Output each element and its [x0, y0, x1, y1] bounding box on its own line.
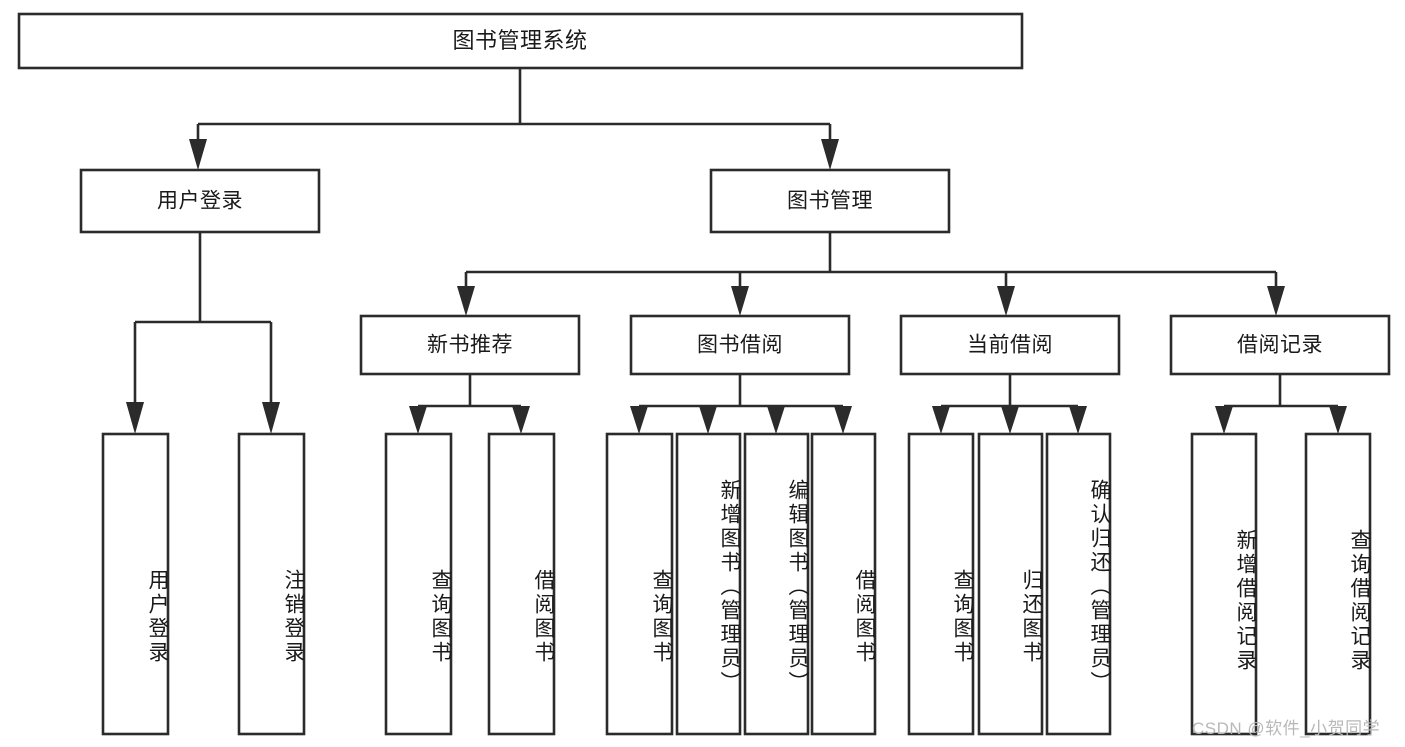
- node-leaf-confirm-return-box[interactable]: [1045, 432, 1112, 736]
- arrow-to-borrow-record: [1267, 286, 1285, 316]
- node-book-manage-label: 图书管理: [787, 190, 873, 213]
- arrow-book-borrow-leaf-4: [834, 406, 852, 434]
- node-leaf-query-book-1-box[interactable]: [384, 432, 453, 736]
- arrow-borrow-record-leaf-2: [1329, 406, 1347, 434]
- node-book-manage-box[interactable]: [709, 168, 951, 234]
- node-leaf-edit-book-box[interactable]: [743, 432, 810, 736]
- csdn-watermark: CSDN @软件_小贺同学: [1192, 719, 1381, 738]
- arrow-root-to-book-manage: [821, 139, 839, 170]
- arrow-borrow-record-leaf-1: [1215, 406, 1233, 434]
- arrow-new-book-leaf-1: [409, 406, 427, 434]
- node-leaf-add-book-box[interactable]: [675, 432, 742, 736]
- node-layer: 图书管理系统 用户登录 图书管理 新书推荐 图书借阅 当前借阅 借阅记录: [17, 12, 1391, 736]
- arrow-book-borrow-leaf-3: [767, 406, 785, 434]
- arrow-book-borrow-leaf-1: [630, 406, 648, 434]
- node-current-borrow-box[interactable]: [899, 314, 1121, 376]
- arrow-book-borrow-leaf-2: [699, 406, 717, 434]
- node-book-borrow-label: 图书借阅: [697, 334, 783, 357]
- node-book-borrow-box[interactable]: [629, 314, 851, 376]
- node-new-book-recommend-label: 新书推荐: [427, 334, 513, 357]
- node-leaf-add-record-box[interactable]: [1190, 432, 1258, 736]
- arrow-to-current-borrow: [997, 286, 1015, 316]
- arrow-user-login-leaf-1: [126, 402, 144, 434]
- arrow-new-book-leaf-2: [512, 406, 530, 434]
- arrow-to-new-book-recommend: [457, 286, 475, 316]
- node-leaf-logout-login-box[interactable]: [237, 432, 306, 736]
- node-new-book-recommend-box[interactable]: [359, 314, 581, 376]
- arrow-user-login-leaf-2: [262, 402, 280, 434]
- node-current-borrow-label: 当前借阅: [967, 334, 1053, 357]
- node-borrow-record-label: 借阅记录: [1237, 334, 1323, 357]
- arrow-to-book-borrow: [731, 286, 749, 316]
- arrow-current-borrow-leaf-3: [1069, 406, 1087, 434]
- node-leaf-query-record-box[interactable]: [1304, 432, 1372, 736]
- node-leaf-borrow-book-1-box[interactable]: [487, 432, 556, 736]
- node-user-login-label: 用户登录: [157, 190, 243, 213]
- node-user-login-box[interactable]: [79, 168, 321, 234]
- node-leaf-return-book-box[interactable]: [977, 432, 1044, 736]
- node-leaf-user-login-box[interactable]: [101, 432, 170, 736]
- arrow-root-to-user-login: [189, 139, 207, 170]
- node-leaf-query-book-2-box[interactable]: [605, 432, 674, 736]
- connector-layer: [126, 68, 1347, 434]
- node-borrow-record-box[interactable]: [1169, 314, 1391, 376]
- arrow-current-borrow-leaf-1: [932, 406, 950, 434]
- node-leaf-query-book-3-box[interactable]: [907, 432, 975, 736]
- node-root-label: 图书管理系统: [452, 28, 587, 53]
- node-leaf-borrow-book-2-box[interactable]: [810, 432, 877, 736]
- node-root-box[interactable]: [17, 12, 1024, 70]
- arrow-current-borrow-leaf-2: [1001, 406, 1019, 434]
